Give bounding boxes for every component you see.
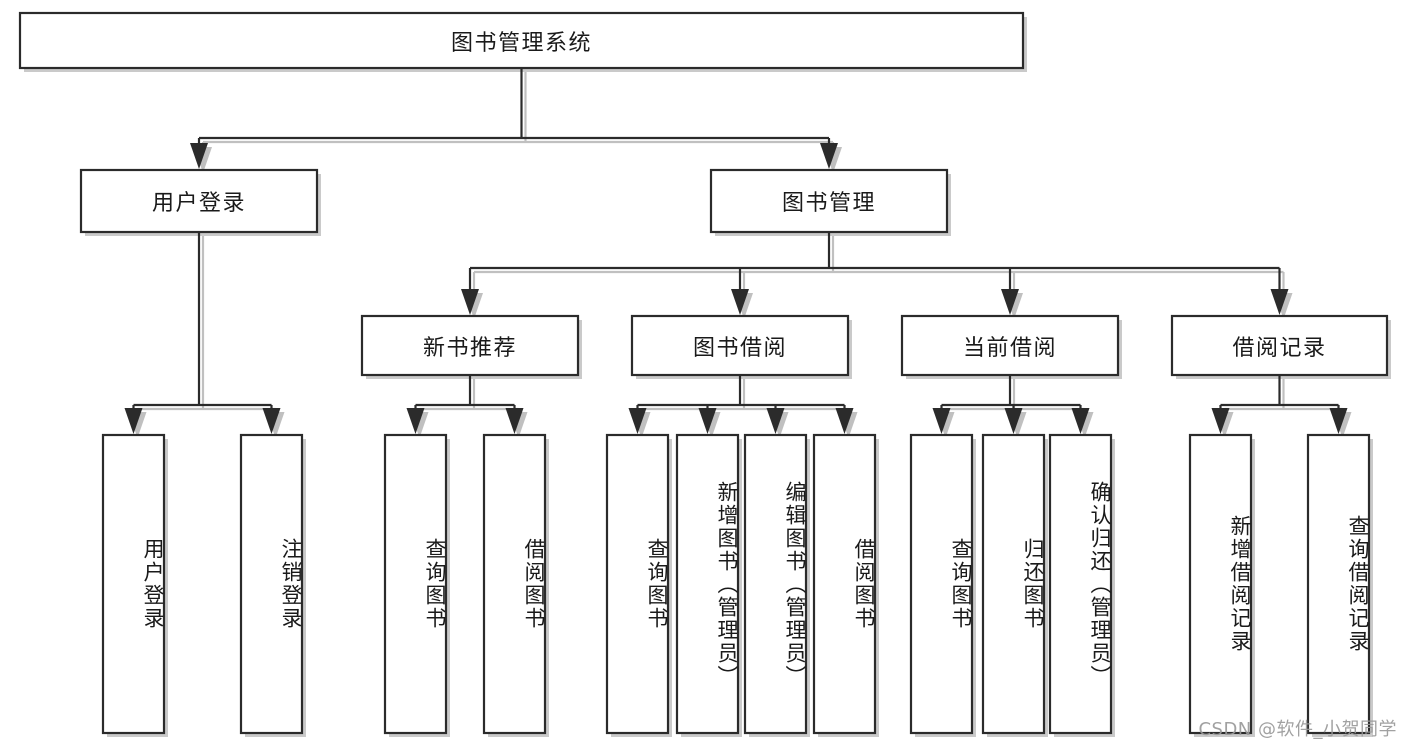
- node-box-book-manage[interactable]: [709, 168, 949, 234]
- node-box-leaf-query-borrow-record[interactable]: [1306, 433, 1371, 735]
- node-box-leaf-query-book-current[interactable]: [909, 433, 974, 735]
- connector-layer: [124, 68, 1348, 434]
- node-box-leaf-query-book-borrow[interactable]: [605, 433, 670, 735]
- node-box-leaf-borrow-book-new[interactable]: [482, 433, 547, 735]
- node-box-borrow-record[interactable]: [1170, 314, 1389, 377]
- node-box-current-borrow[interactable]: [900, 314, 1120, 377]
- node-box-leaf-query-book-new[interactable]: [383, 433, 448, 735]
- node-box-leaf-add-borrow-record[interactable]: [1188, 433, 1253, 735]
- node-box-root[interactable]: [18, 11, 1025, 70]
- node-box-user-login[interactable]: [79, 168, 319, 234]
- node-layer: [18, 11, 1389, 735]
- node-box-leaf-edit-book-admin[interactable]: [743, 433, 808, 735]
- node-box-new-book-recommend[interactable]: [360, 314, 580, 377]
- node-box-leaf-user-login[interactable]: [101, 433, 166, 735]
- node-box-leaf-return-book[interactable]: [981, 433, 1046, 735]
- node-box-leaf-borrow-book[interactable]: [812, 433, 877, 735]
- node-box-leaf-user-logout[interactable]: [239, 433, 304, 735]
- csdn-watermark: CSDN @软件_小贺同学: [1198, 719, 1397, 740]
- node-box-book-borrow[interactable]: [630, 314, 850, 377]
- node-box-leaf-confirm-return-admin[interactable]: [1048, 433, 1113, 735]
- node-box-leaf-add-book-admin[interactable]: [675, 433, 740, 735]
